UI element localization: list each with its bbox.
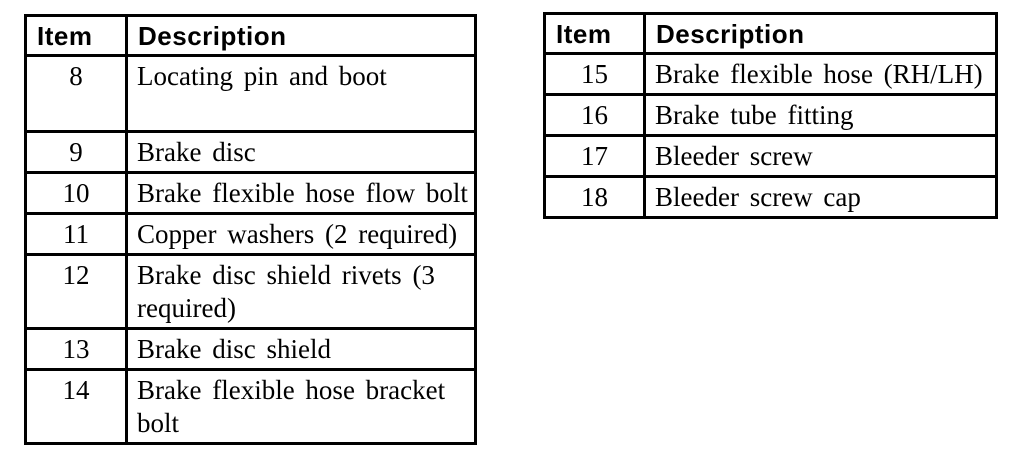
item-number: 17 xyxy=(543,134,646,178)
table-header-row: Item Description xyxy=(24,14,477,57)
item-description: Brake disc shield rivets (3 required) xyxy=(125,253,477,330)
description-column-header: Description xyxy=(643,12,998,55)
item-description: Copper washers (2 required) xyxy=(125,212,477,256)
item-description: Bleeder screw xyxy=(643,134,998,178)
item-number: 13 xyxy=(24,327,128,371)
item-description: Bleeder screw cap xyxy=(643,175,998,219)
item-description: Locating pin and boot xyxy=(125,54,477,133)
table-row: 10 Brake flexible hose flow bolt xyxy=(24,171,477,215)
item-column-header: Item xyxy=(24,14,128,57)
description-column-header: Description xyxy=(125,14,477,57)
table-row: 15 Brake flexible hose (RH/LH) xyxy=(543,52,998,96)
table-row: 12 Brake disc shield rivets (3 required) xyxy=(24,253,477,330)
parts-table-items-8-14: Item Description 8 Locating pin and boot… xyxy=(24,14,477,445)
item-number: 18 xyxy=(543,175,646,219)
item-description: Brake disc shield xyxy=(125,327,477,371)
table-header-row: Item Description xyxy=(543,12,998,55)
item-number: 11 xyxy=(24,212,128,256)
item-description: Brake flexible hose flow bolt xyxy=(125,171,477,215)
table-row: 18 Bleeder screw cap xyxy=(543,175,998,219)
item-number: 16 xyxy=(543,93,646,137)
table-row: 9 Brake disc xyxy=(24,130,477,174)
table-row: 13 Brake disc shield xyxy=(24,327,477,371)
item-description: Brake flexible hose (RH/LH) xyxy=(643,52,998,96)
item-number: 8 xyxy=(24,54,128,133)
item-number: 14 xyxy=(24,368,128,445)
item-column-header: Item xyxy=(543,12,646,55)
item-description: Brake tube fitting xyxy=(643,93,998,137)
table-row: 17 Bleeder screw xyxy=(543,134,998,178)
table-row: 14 Brake flexible hose bracket bolt xyxy=(24,368,477,445)
table-row: 11 Copper washers (2 required) xyxy=(24,212,477,256)
table-row: 8 Locating pin and boot xyxy=(24,54,477,133)
item-number: 10 xyxy=(24,171,128,215)
parts-table-items-15-18: Item Description 15 Brake flexible hose … xyxy=(543,12,998,219)
item-description: Brake disc xyxy=(125,130,477,174)
item-number: 12 xyxy=(24,253,128,330)
item-number: 15 xyxy=(543,52,646,96)
table-row: 16 Brake tube fitting xyxy=(543,93,998,137)
item-number: 9 xyxy=(24,130,128,174)
item-description: Brake flexible hose bracket bolt xyxy=(125,368,477,445)
